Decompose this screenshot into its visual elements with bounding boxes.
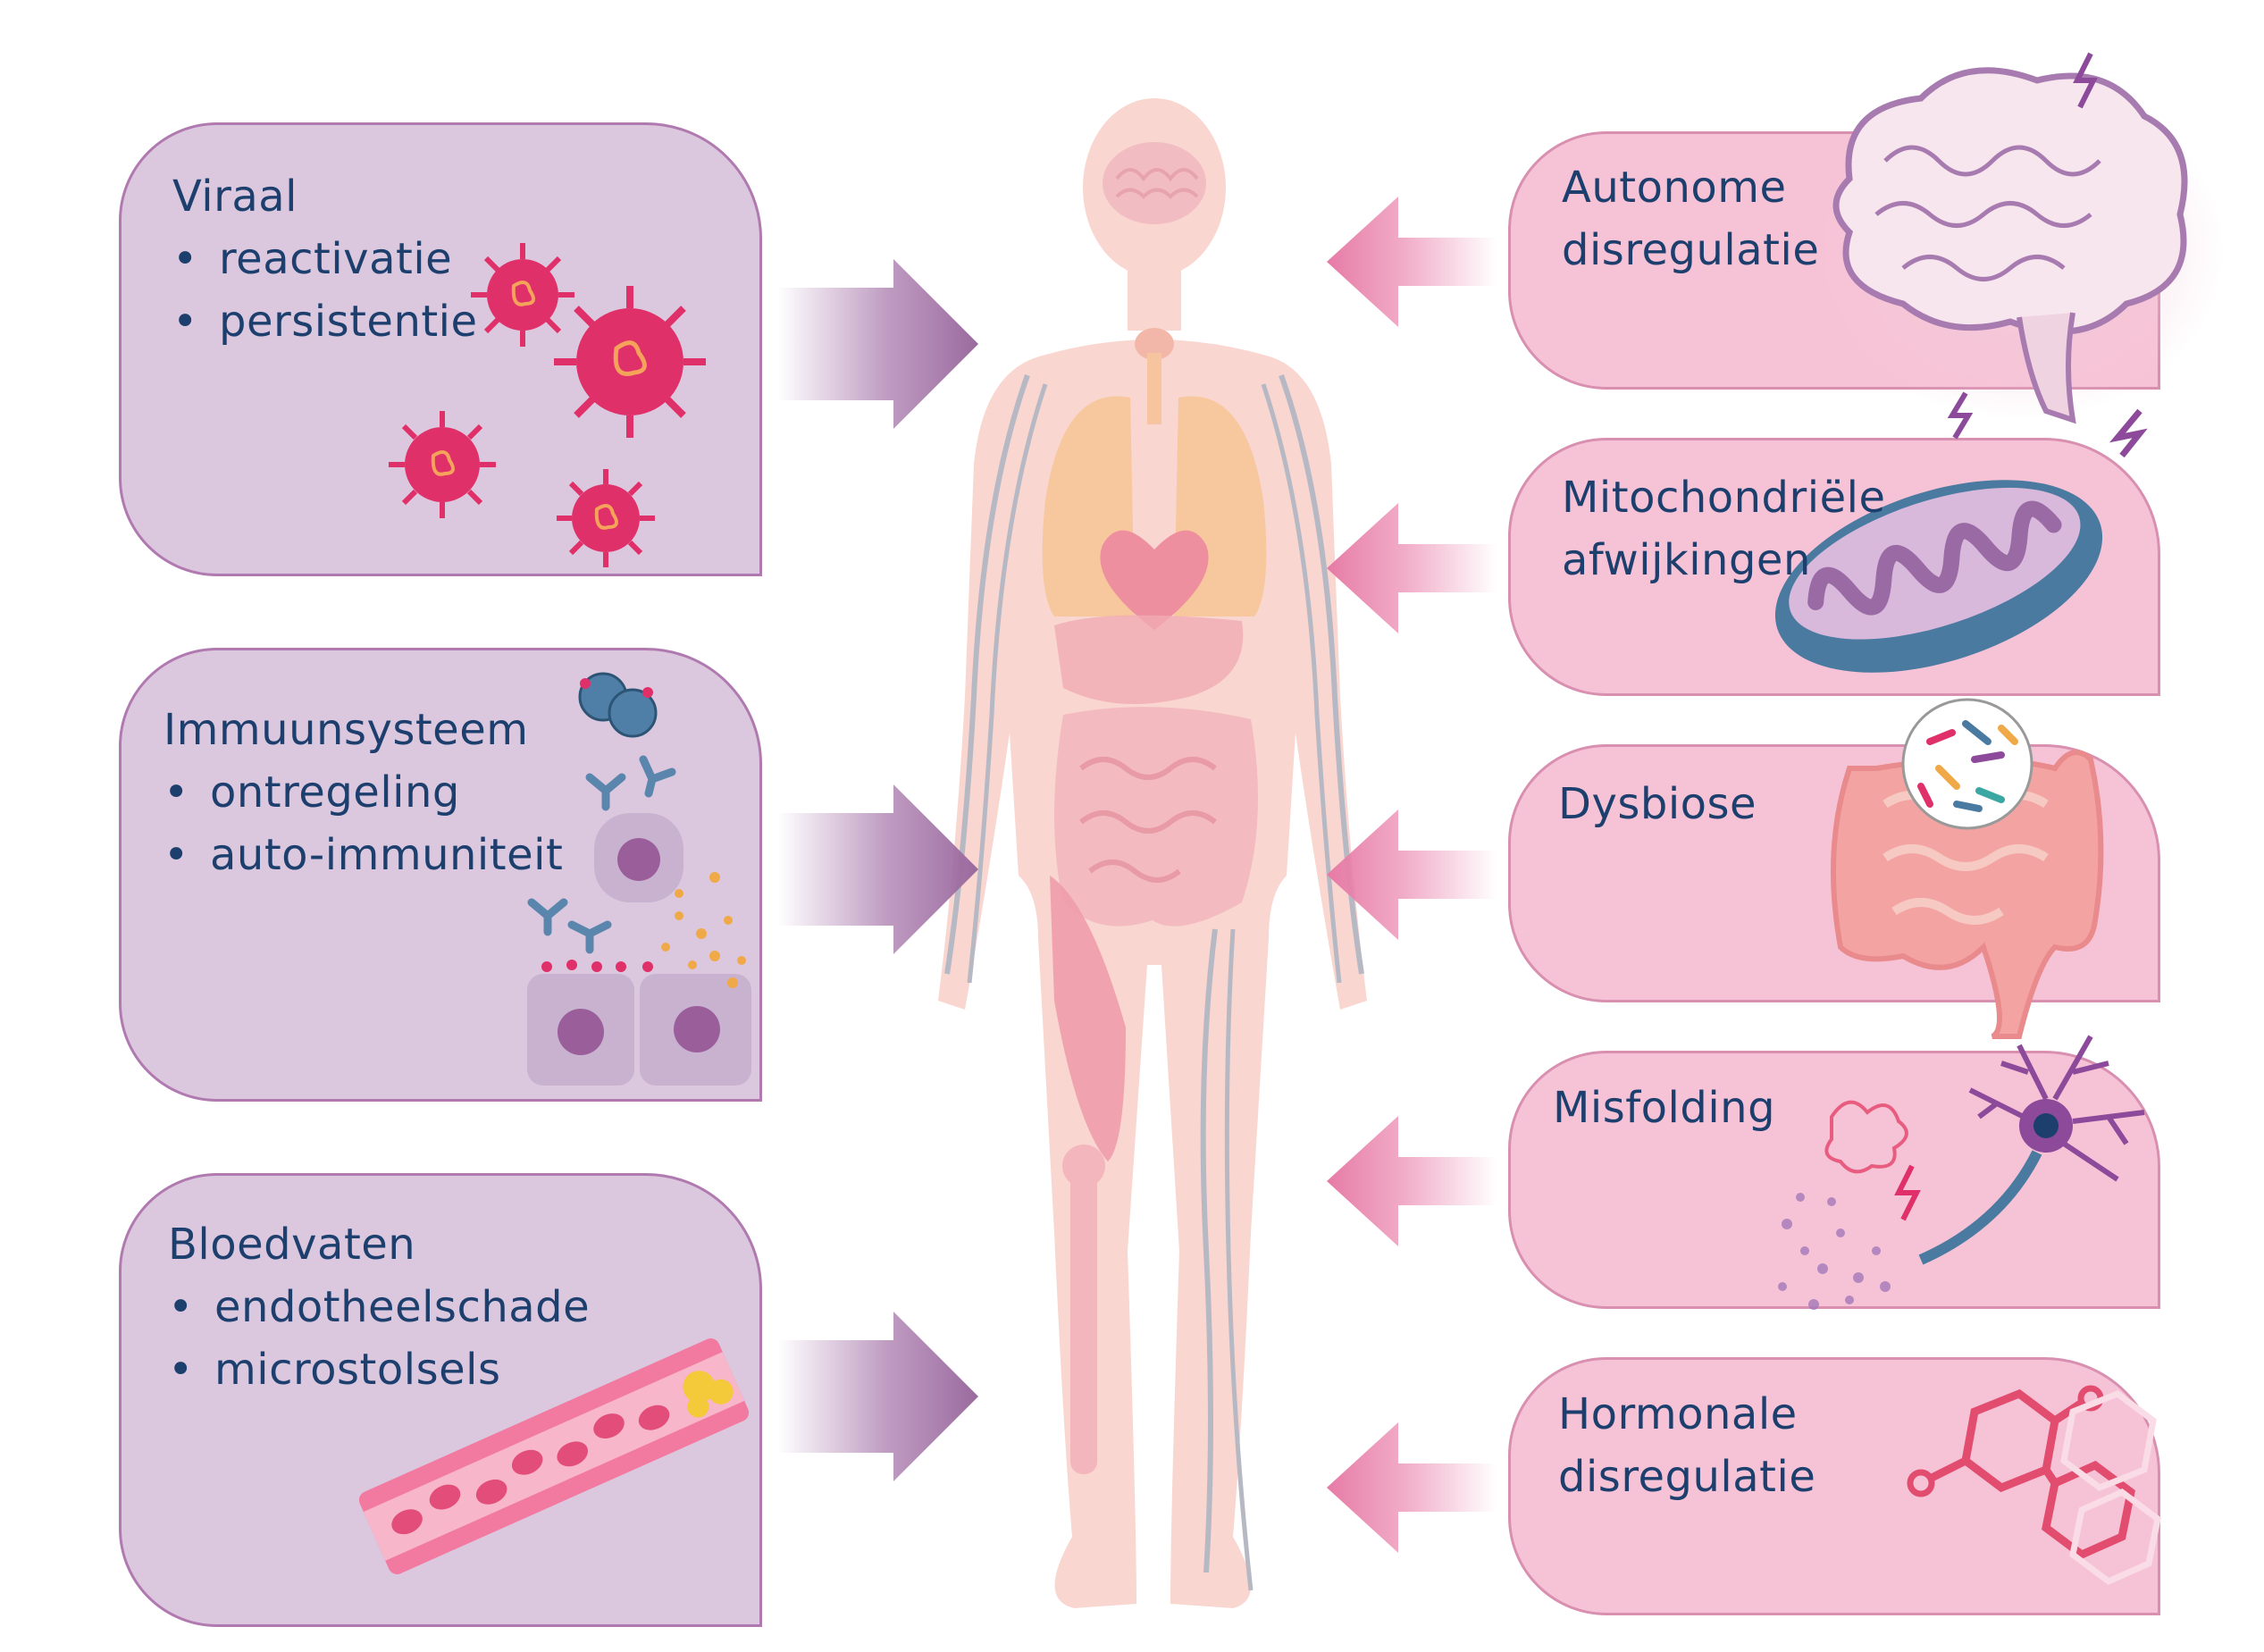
mitochondriele-text: Mitochondriële afwijkingen (1562, 466, 1885, 591)
blood-vessel-icon (358, 1338, 750, 1574)
bloedvaten-item: •endotheelschade (168, 1282, 591, 1332)
brain-icon (1814, 52, 2225, 458)
arrow-misfolding (1327, 1116, 1497, 1246)
immuunsysteem-text: Immuunsysteem •ontregeling •auto-immunit… (164, 699, 563, 886)
human-body-figure (938, 98, 1367, 1608)
arrow-viraal (777, 259, 978, 429)
dysbiose-title: Dysbiose (1558, 779, 1757, 829)
mitochondria-icon (1774, 480, 2103, 673)
immuunsysteem-item: •auto-immuniteit (164, 830, 564, 880)
immune-cells-icon (527, 672, 751, 1086)
viraal-item: •reactivatie (172, 234, 453, 284)
arrow-mitochondriele (1327, 503, 1497, 633)
misfolding-text: Misfolding (1553, 1077, 1775, 1139)
hormonale-title-line: disregulatie (1558, 1452, 1816, 1502)
immuunsysteem-title: Immuunsysteem (164, 705, 529, 755)
misfolding-panel (1508, 1051, 2160, 1309)
mitochondriele-title-line: Mitochondriële (1562, 473, 1886, 523)
autonome-text: Autonome disregulatie (1562, 156, 1819, 281)
arrow-immuunsysteem (777, 784, 978, 954)
viraal-item: •persistentie (172, 297, 478, 347)
hormonale-text: Hormonale disregulatie (1558, 1383, 1815, 1508)
mitochondriele-title-line: afwijkingen (1562, 535, 1811, 585)
viraal-text: Viraal •reactivatie •persistentie (172, 165, 478, 353)
hormonale-title-line: Hormonale (1558, 1389, 1798, 1439)
immuunsysteem-item: •ontregeling (164, 767, 460, 818)
misfolding-title: Misfolding (1553, 1083, 1776, 1133)
autonome-title-line: Autonome (1562, 163, 1787, 213)
arrow-dysbiose (1327, 809, 1497, 940)
virus-icon (389, 243, 706, 567)
intestine-icon (1831, 698, 2104, 1039)
bloedvaten-item: •microstolsels (168, 1345, 501, 1395)
bloedvaten-title: Bloedvaten (168, 1220, 416, 1270)
autonome-title-line: disregulatie (1562, 225, 1820, 275)
dysbiose-text: Dysbiose (1558, 773, 1757, 835)
neuron-icon (1778, 1035, 2145, 1310)
arrow-autonome (1327, 197, 1497, 327)
arrow-hormonale (1327, 1422, 1497, 1553)
viraal-title: Viraal (172, 172, 298, 222)
bloedvaten-text: Bloedvaten •endotheelschade •microstolse… (168, 1213, 590, 1401)
hormone-molecule-icon (1907, 1385, 2161, 1586)
arrow-bloedvaten (777, 1312, 978, 1481)
